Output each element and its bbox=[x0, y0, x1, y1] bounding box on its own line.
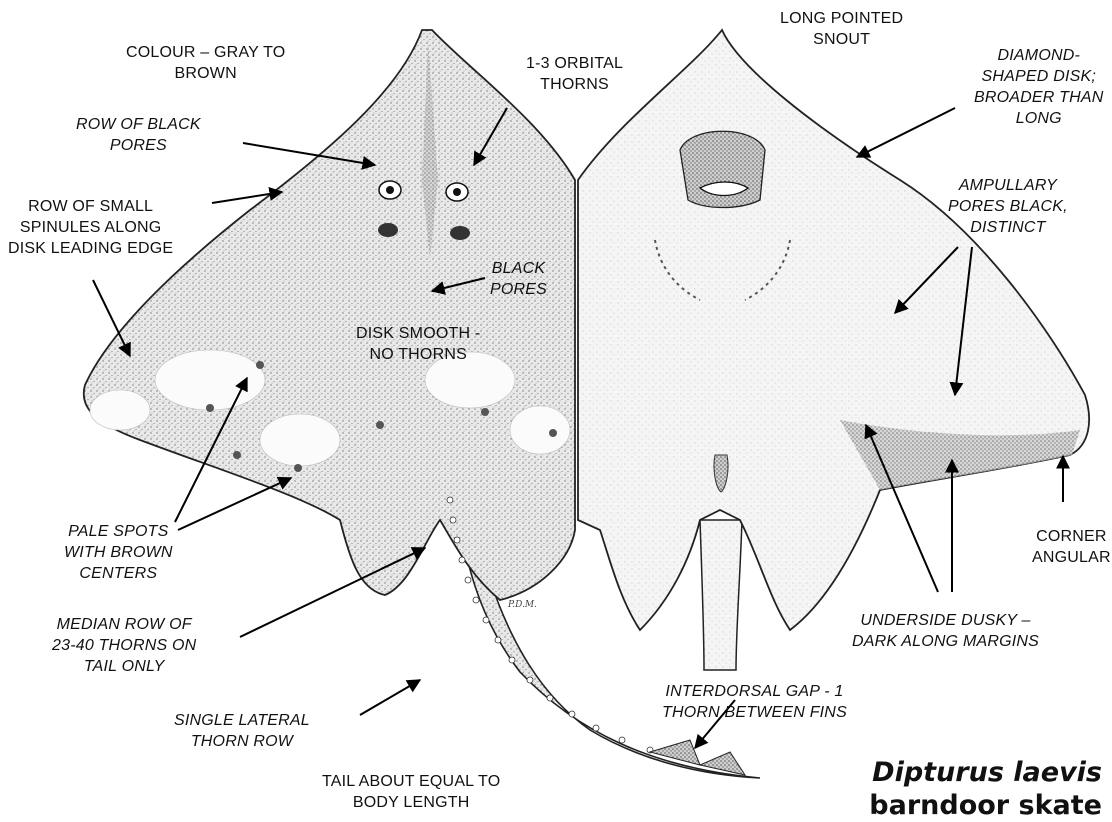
label-interdorsal-gap: INTERDORSAL GAP - 1 THORN BETWEEN FINS bbox=[662, 681, 847, 723]
label-underside-dusky: UNDERSIDE DUSKY – DARK ALONG MARGINS bbox=[852, 610, 1039, 652]
label-disk-smooth: DISK SMOOTH - NO THORNS bbox=[356, 323, 480, 365]
label-orbital-thorns: 1-3 ORBITAL THORNS bbox=[526, 53, 623, 95]
label-pale-spots: PALE SPOTS WITH BROWN CENTERS bbox=[64, 521, 173, 584]
label-colour: COLOUR – GRAY TO BROWN bbox=[126, 42, 285, 84]
label-median-row: MEDIAN ROW OF 23-40 THORNS ON TAIL ONLY bbox=[52, 614, 196, 677]
scientific-name: Dipturus laevis bbox=[869, 756, 1102, 789]
common-name: barndoor skate bbox=[869, 789, 1102, 822]
label-spinules: ROW OF SMALL SPINULES ALONG DISK LEADING… bbox=[8, 196, 173, 259]
species-caption: Dipturus laevis barndoor skate bbox=[869, 756, 1102, 822]
artist-signature: P.D.M. bbox=[508, 600, 537, 610]
label-corner-angular: CORNER ANGULAR bbox=[1032, 526, 1111, 568]
label-tail-length: TAIL ABOUT EQUAL TO BODY LENGTH bbox=[322, 771, 500, 813]
ventral-tail bbox=[700, 520, 742, 670]
label-diamond-disk: DIAMOND- SHAPED DISK; BROADER THAN LONG bbox=[974, 45, 1104, 129]
label-row-black-pores: ROW OF BLACK PORES bbox=[76, 114, 201, 156]
label-black-pores: BLACK PORES bbox=[490, 258, 547, 300]
label-ampullary-pores: AMPULLARY PORES BLACK, DISTINCT bbox=[948, 175, 1068, 238]
label-lateral-thorn-row: SINGLE LATERAL THORN ROW bbox=[174, 710, 310, 752]
mouth bbox=[680, 131, 765, 207]
label-snout: LONG POINTED SNOUT bbox=[780, 8, 903, 50]
